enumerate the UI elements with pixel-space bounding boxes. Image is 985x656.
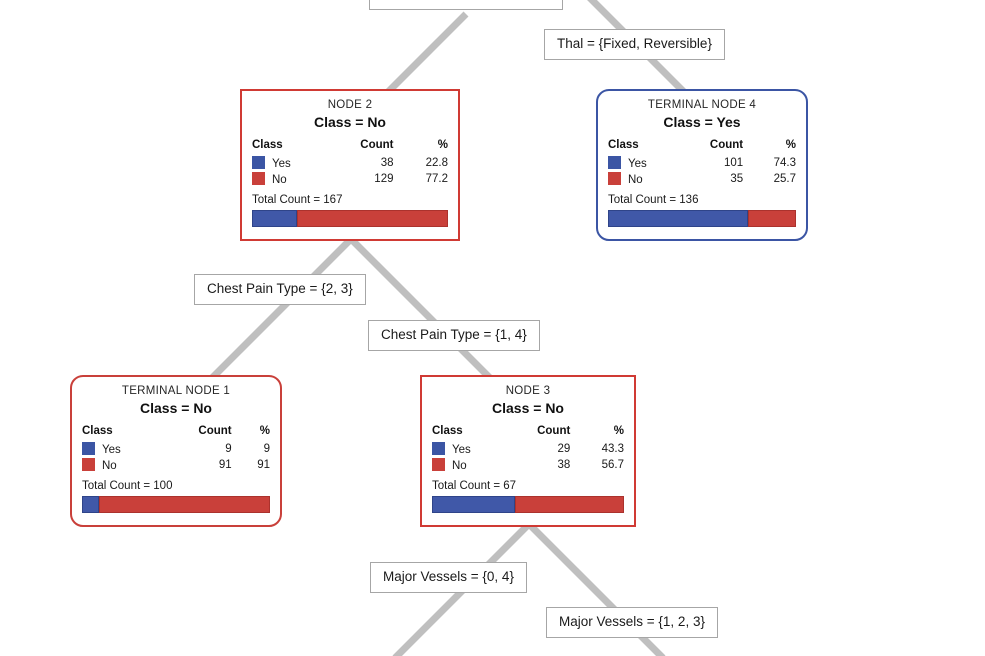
header-count: Count xyxy=(709,139,744,151)
node-terminal4-total: Total Count = 136 xyxy=(608,194,699,206)
node-terminal1-class-label: Class = No xyxy=(140,400,212,416)
row-percent: 77.2 xyxy=(425,173,448,185)
row-label: Yes xyxy=(102,444,121,456)
row-count: 9 xyxy=(225,443,232,455)
node-node3-title: NODE 3 xyxy=(505,385,551,397)
legend-swatch-no-icon xyxy=(432,458,445,471)
bar-segment-no xyxy=(296,210,448,227)
bar-segment-yes xyxy=(432,496,516,513)
node-terminal4-class-label: Class = Yes xyxy=(663,114,741,130)
row-count: 35 xyxy=(730,173,744,185)
node-root-clipped[interactable]: Thal = {Normal} xyxy=(369,0,563,10)
row-label: No xyxy=(628,174,643,186)
bar-segment-no xyxy=(98,496,270,513)
node-terminal1-stacked-bar xyxy=(82,496,270,513)
header-percent: % xyxy=(437,139,448,151)
row-label: No xyxy=(102,460,117,472)
row-label: No xyxy=(452,460,467,472)
row-percent: 43.3 xyxy=(601,443,624,455)
node-terminal1-table: Class Count % Yes 9 9 No 91 91 xyxy=(82,425,270,473)
node-node2-title: NODE 2 xyxy=(327,99,373,111)
header-class: Class xyxy=(252,139,283,151)
node-node3[interactable]: NODE 3 Class = No Class Count % Yes 29 4… xyxy=(420,375,636,527)
legend-swatch-no-icon xyxy=(608,172,621,185)
legend-swatch-no-icon xyxy=(252,172,265,185)
row-percent: 22.8 xyxy=(425,157,448,169)
node-terminal1[interactable]: TERMINAL NODE 1 Class = No Class Count %… xyxy=(70,375,282,527)
node-terminal1-title: TERMINAL NODE 1 xyxy=(121,385,231,397)
node-node3-total: Total Count = 67 xyxy=(432,480,517,492)
edge-label-node2-left[interactable]: Chest Pain Type = {2, 3} xyxy=(194,274,366,305)
row-count: 129 xyxy=(374,173,394,185)
table-row: No 91 91 xyxy=(82,457,270,473)
table-header-row: Class Count % xyxy=(432,425,624,441)
header-class: Class xyxy=(608,139,639,151)
node-node3-class-label: Class = No xyxy=(492,400,564,416)
table-row: No 35 25.7 xyxy=(608,171,796,187)
row-percent: 9 xyxy=(263,443,270,455)
table-header-row: Class Count % xyxy=(82,425,270,441)
table-row: Yes 9 9 xyxy=(82,441,270,457)
header-percent: % xyxy=(259,425,270,437)
node-terminal4-title: TERMINAL NODE 4 xyxy=(647,99,757,111)
node-terminal4-table: Class Count % Yes 101 74.3 No 35 25.7 xyxy=(608,139,796,187)
row-percent: 56.7 xyxy=(601,459,624,471)
header-percent: % xyxy=(785,139,796,151)
table-row: No 38 56.7 xyxy=(432,457,624,473)
table-header-row: Class Count % xyxy=(608,139,796,155)
table-header-row: Class Count % xyxy=(252,139,448,155)
legend-swatch-yes-icon xyxy=(82,442,95,455)
row-label: Yes xyxy=(452,444,471,456)
edge-label-node3-left[interactable]: Major Vessels = {0, 4} xyxy=(370,562,527,593)
node-node2-stacked-bar xyxy=(252,210,448,227)
row-label: Yes xyxy=(272,158,291,170)
node-node3-table: Class Count % Yes 29 43.3 No 38 56.7 xyxy=(432,425,624,473)
legend-swatch-yes-icon xyxy=(608,156,621,169)
row-percent: 25.7 xyxy=(773,173,796,185)
legend-swatch-yes-icon xyxy=(252,156,265,169)
row-percent: 91 xyxy=(257,459,270,471)
node-node2[interactable]: NODE 2 Class = No Class Count % Yes 38 2… xyxy=(240,89,460,241)
bar-segment-yes xyxy=(608,210,748,227)
edge-label-node3-right[interactable]: Major Vessels = {1, 2, 3} xyxy=(546,607,718,638)
node-terminal1-total: Total Count = 100 xyxy=(82,480,173,492)
bar-segment-yes xyxy=(82,496,99,513)
table-row: Yes 101 74.3 xyxy=(608,155,796,171)
header-percent: % xyxy=(613,425,624,437)
header-count: Count xyxy=(360,139,394,151)
legend-swatch-yes-icon xyxy=(432,442,445,455)
table-row: No 129 77.2 xyxy=(252,171,448,187)
node-terminal4[interactable]: TERMINAL NODE 4 Class = Yes Class Count … xyxy=(596,89,808,241)
row-count: 38 xyxy=(380,157,394,169)
row-label: No xyxy=(272,174,287,186)
row-count: 29 xyxy=(557,443,571,455)
edge-label-node2-right[interactable]: Chest Pain Type = {1, 4} xyxy=(368,320,540,351)
node-root-class-label: Thal = {Normal} xyxy=(370,0,562,11)
row-count: 101 xyxy=(723,157,744,169)
node-terminal4-stacked-bar xyxy=(608,210,796,227)
legend-swatch-no-icon xyxy=(82,458,95,471)
edge-label-root-right[interactable]: Thal = {Fixed, Reversible} xyxy=(544,29,725,60)
node-node2-table: Class Count % Yes 38 22.8 No 129 77.2 xyxy=(252,139,448,187)
header-class: Class xyxy=(432,425,463,437)
table-row: Yes 29 43.3 xyxy=(432,441,624,457)
node-node2-total: Total Count = 167 xyxy=(252,194,343,206)
bar-segment-no xyxy=(515,496,624,513)
table-row: Yes 38 22.8 xyxy=(252,155,448,171)
header-class: Class xyxy=(82,425,113,437)
header-count: Count xyxy=(198,425,232,437)
row-count: 91 xyxy=(218,459,232,471)
node-node2-class-label: Class = No xyxy=(314,114,386,130)
bar-segment-yes xyxy=(252,210,297,227)
row-label: Yes xyxy=(628,158,647,170)
row-percent: 74.3 xyxy=(773,157,796,169)
row-count: 38 xyxy=(557,459,571,471)
header-count: Count xyxy=(537,425,571,437)
node-node3-stacked-bar xyxy=(432,496,624,513)
bar-segment-no xyxy=(747,210,796,227)
